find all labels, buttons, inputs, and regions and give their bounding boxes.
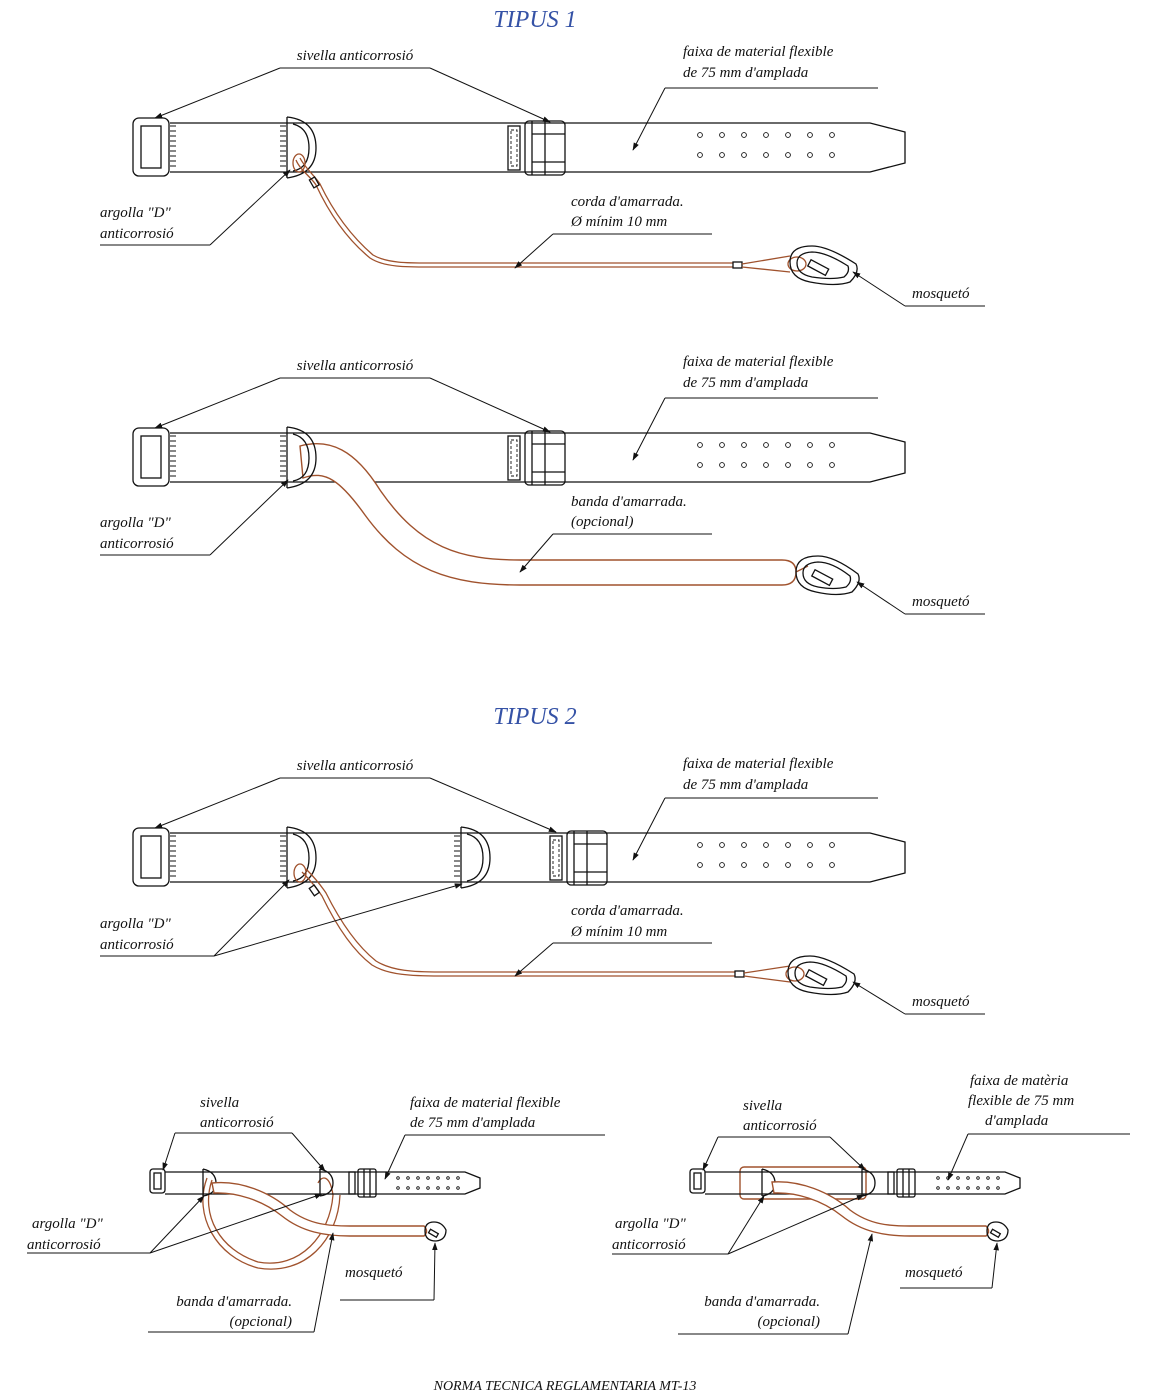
figure-tipus1-band: sivella anticorrosió faixa de material f… [100, 354, 985, 615]
d-ring [286, 426, 317, 489]
left-buckle [132, 427, 170, 487]
figure-tipus2-band-left: sivella anticorrosió faixa de material f… [27, 1095, 605, 1333]
label-band-2: (opcional) [758, 1314, 820, 1330]
belt-strap [170, 122, 906, 173]
lanyard-band [771, 1181, 990, 1237]
d-ring-2 [861, 1168, 876, 1197]
d-ring [286, 116, 317, 179]
band-loop [207, 1177, 334, 1264]
label-d-ring-2: anticorrosió [27, 1237, 101, 1253]
main-buckle [896, 1168, 916, 1198]
label-carabiner: mosquetó [912, 594, 970, 610]
label-buckle: sivella anticorrosió [297, 758, 414, 774]
figure-tipus2-rope: sivella anticorrosió faixa de material f… [100, 756, 985, 1015]
label-carabiner: mosquetó [345, 1265, 403, 1281]
label-rope: corda d'amarrada. [571, 903, 684, 919]
tipus2-title: TIPUS 2 [493, 704, 576, 730]
label-band: banda d'amarrada. [176, 1294, 292, 1310]
back-pad [739, 1166, 867, 1200]
label-d-ring: argolla "D" [100, 205, 171, 221]
footer-norm: NORMA TECNICA REGLAMENTARIA MT-13 [433, 1379, 697, 1394]
tipus1-title: TIPUS 1 [493, 7, 576, 33]
label-buckle-2: anticorrosió [200, 1115, 274, 1131]
label-strap: faixa de material flexible [683, 756, 834, 772]
label-d-ring-2: anticorrosió [100, 536, 174, 552]
label-d-ring-2: anticorrosió [100, 937, 174, 953]
label-strap-2: de 75 mm d'amplada [683, 777, 808, 793]
lanyard-rope [301, 871, 735, 977]
d-ring-2 [319, 1168, 334, 1197]
figure-tipus2-band-right: sivella anticorrosió faixa de matèria fl… [612, 1073, 1130, 1335]
strap-holes [936, 1176, 1000, 1190]
d-ring-2 [460, 826, 491, 889]
label-strap-3: d'amplada [985, 1113, 1048, 1129]
belt-strap [170, 832, 906, 883]
label-carabiner: mosquetó [905, 1265, 963, 1281]
label-d-ring: argolla "D" [100, 916, 171, 932]
label-buckle-2: anticorrosió [743, 1118, 817, 1134]
label-buckle: sivella anticorrosió [297, 48, 414, 64]
label-strap-2: de 75 mm d'amplada [410, 1115, 535, 1131]
d-ring-1 [286, 826, 317, 889]
figure-tipus1-rope: sivella anticorrosió faixa de material f… [100, 44, 985, 307]
strap-holes [697, 842, 835, 868]
label-rope-2: Ø mínim 10 mm [570, 214, 667, 230]
label-band: banda d'amarrada. [704, 1294, 820, 1310]
label-strap-2: flexible de 75 mm [968, 1093, 1074, 1109]
label-band-2: (opcional) [230, 1314, 292, 1330]
label-d-ring: argolla "D" [32, 1216, 103, 1232]
label-band-2: (opcional) [571, 514, 633, 530]
left-buckle [689, 1168, 706, 1194]
strap-holes [396, 1176, 460, 1190]
label-rope-2: Ø mínim 10 mm [570, 924, 667, 940]
label-strap: faixa de material flexible [410, 1095, 561, 1111]
belt-strap [705, 1171, 1021, 1195]
label-d-ring: argolla "D" [100, 515, 171, 531]
lanyard-rope [295, 159, 733, 268]
label-carabiner: mosquetó [912, 286, 970, 302]
label-buckle: sivella [743, 1098, 782, 1114]
left-buckle [132, 827, 170, 887]
label-buckle: sivella [200, 1095, 239, 1111]
carabiner [986, 1221, 1009, 1242]
belt-strap [165, 1171, 481, 1195]
label-carabiner: mosquetó [912, 994, 970, 1010]
strap-holes [697, 132, 835, 158]
label-strap-2: de 75 mm d'amplada [683, 65, 808, 81]
label-strap-2: de 75 mm d'amplada [683, 375, 808, 391]
label-d-ring: argolla "D" [615, 1216, 686, 1232]
belt-strap [170, 432, 906, 483]
lanyard-band [211, 1181, 428, 1237]
label-strap: faixa de matèria [970, 1073, 1068, 1089]
left-buckle [132, 117, 170, 177]
label-strap: faixa de material flexible [683, 354, 834, 370]
label-strap: faixa de material flexible [683, 44, 834, 60]
label-buckle: sivella anticorrosió [297, 358, 414, 374]
label-d-ring-2: anticorrosió [612, 1237, 686, 1253]
left-buckle [149, 1168, 166, 1194]
main-buckle [357, 1168, 377, 1198]
carabiner [424, 1221, 447, 1242]
label-band: banda d'amarrada. [571, 494, 687, 510]
label-rope: corda d'amarrada. [571, 194, 684, 210]
label-d-ring-2: anticorrosió [100, 226, 174, 242]
strap-holes [697, 442, 835, 468]
